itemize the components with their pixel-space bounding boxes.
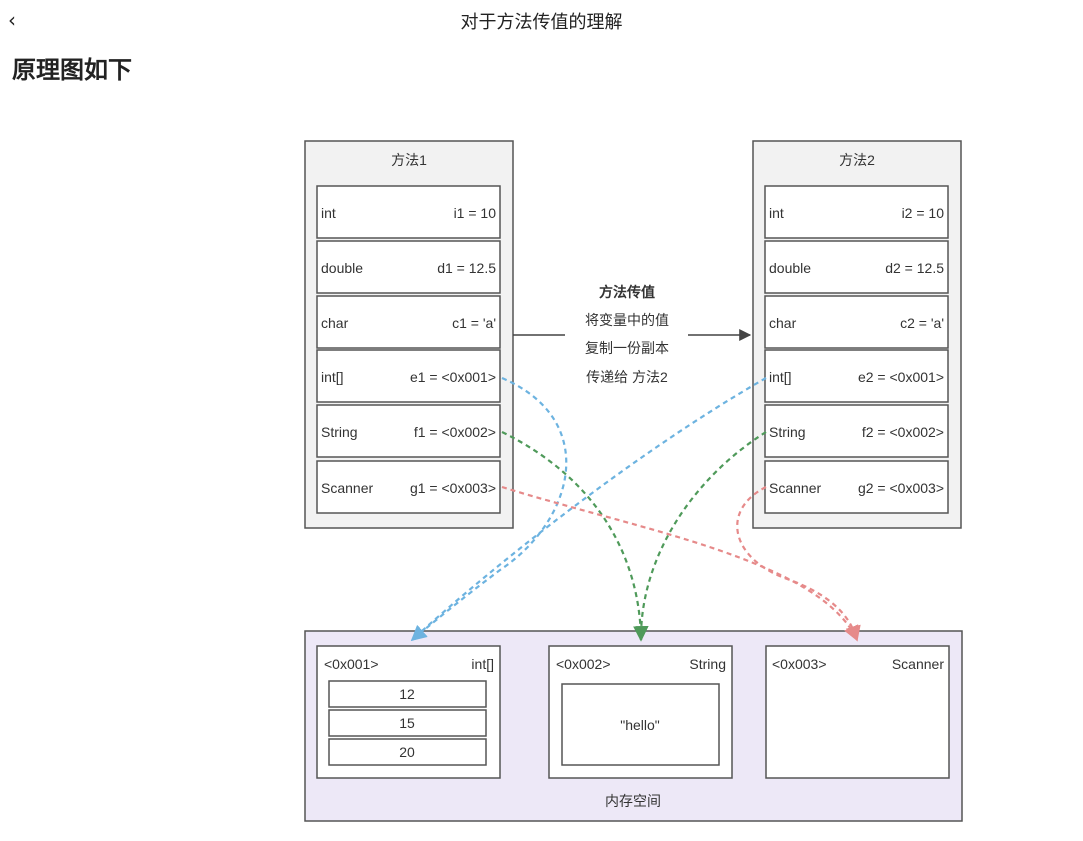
method2-row-1 [764, 185, 949, 239]
method1-row-value: d1 = 12.5 [437, 260, 496, 276]
method1-row-value: c1 = 'a' [452, 315, 496, 331]
method1-row-type: Scanner [321, 480, 373, 496]
method2-row-value: d2 = 12.5 [885, 260, 944, 276]
int-array-object: <0x001> int[] 12 15 20 [316, 645, 501, 779]
scanner-type: Scanner [892, 656, 944, 672]
method2-row-value: g2 = <0x003> [858, 480, 944, 496]
method2-row-type: Scanner [769, 480, 821, 496]
method1-row-4 [316, 349, 501, 403]
f1-to-string-arrow [501, 431, 649, 642]
article-heading: 原理图如下 [12, 56, 132, 84]
method2-row-type: double [769, 260, 811, 276]
method1-row-type: double [321, 260, 363, 276]
back-chevron-icon[interactable]: ‹ [8, 8, 16, 32]
method1-row-6 [316, 460, 501, 514]
method2-row-value: f2 = <0x002> [862, 424, 944, 440]
method2-title: 方法2 [839, 152, 875, 168]
int-array-item-1: 12 [399, 686, 415, 702]
method1-row-1 [316, 185, 501, 239]
method2-row-type: char [769, 315, 797, 331]
page-title: 对于方法传值的理解 [460, 12, 623, 33]
method1-row-type: int[] [321, 369, 344, 385]
method1-row-value: e1 = <0x001> [410, 369, 496, 385]
method1-row-type: char [321, 315, 349, 331]
method1-row-2 [316, 240, 501, 294]
method1-row-value: f1 = <0x002> [414, 424, 496, 440]
top-bar: ‹ 对于方法传值的理解 [0, 0, 1083, 40]
method2-row-value: e2 = <0x001> [858, 369, 944, 385]
f2-to-string-arrow [633, 431, 767, 642]
string-content: "hello" [620, 717, 660, 733]
method2-row-type: String [769, 424, 806, 440]
scanner-object: <0x003> Scanner [765, 645, 950, 779]
method2-row-type: int[] [769, 369, 792, 385]
method1-row-5 [316, 404, 501, 458]
e2-to-int-array-arrow [410, 377, 767, 642]
method1-row-type: int [321, 205, 336, 221]
method2-row-4 [764, 349, 949, 403]
method2-row-2 [764, 240, 949, 294]
method1-row-type: String [321, 424, 358, 440]
transfer-title: 方法传值 [599, 284, 655, 300]
method1-title: 方法1 [391, 152, 427, 168]
string-addr: <0x002> [556, 656, 611, 672]
memory-label: 内存空间 [605, 793, 661, 809]
int-array-item-2: 15 [399, 715, 415, 731]
string-type: String [689, 656, 726, 672]
method2-row-value: i2 = 10 [902, 205, 945, 221]
int-array-item-3: 20 [399, 744, 415, 760]
string-object: <0x002> String "hello" [548, 645, 733, 779]
int-array-type: int[] [471, 656, 494, 672]
method1-row-3 [316, 295, 501, 349]
method2-row-3 [764, 295, 949, 349]
method1-row-value: i1 = 10 [454, 205, 497, 221]
scanner-addr: <0x003> [772, 656, 827, 672]
method2-row-value: c2 = 'a' [900, 315, 944, 331]
method2-row-type: int [769, 205, 784, 221]
method2-row-6 [764, 460, 949, 514]
e1-to-int-array-arrow [410, 376, 568, 641]
method2-row-5 [764, 404, 949, 458]
transfer-line-2: 复制一份副本 [585, 340, 669, 356]
transfer-arrow: 方法传值 将变量中的值 复制一份副本 传递给 方法2 [513, 278, 752, 392]
transfer-line-1: 将变量中的值 [585, 312, 669, 328]
method1-row-value: g1 = <0x003> [410, 480, 496, 496]
transfer-line-3: 传递给 方法2 [586, 369, 668, 385]
int-array-addr: <0x001> [324, 656, 379, 672]
reference-arrows [410, 376, 861, 642]
